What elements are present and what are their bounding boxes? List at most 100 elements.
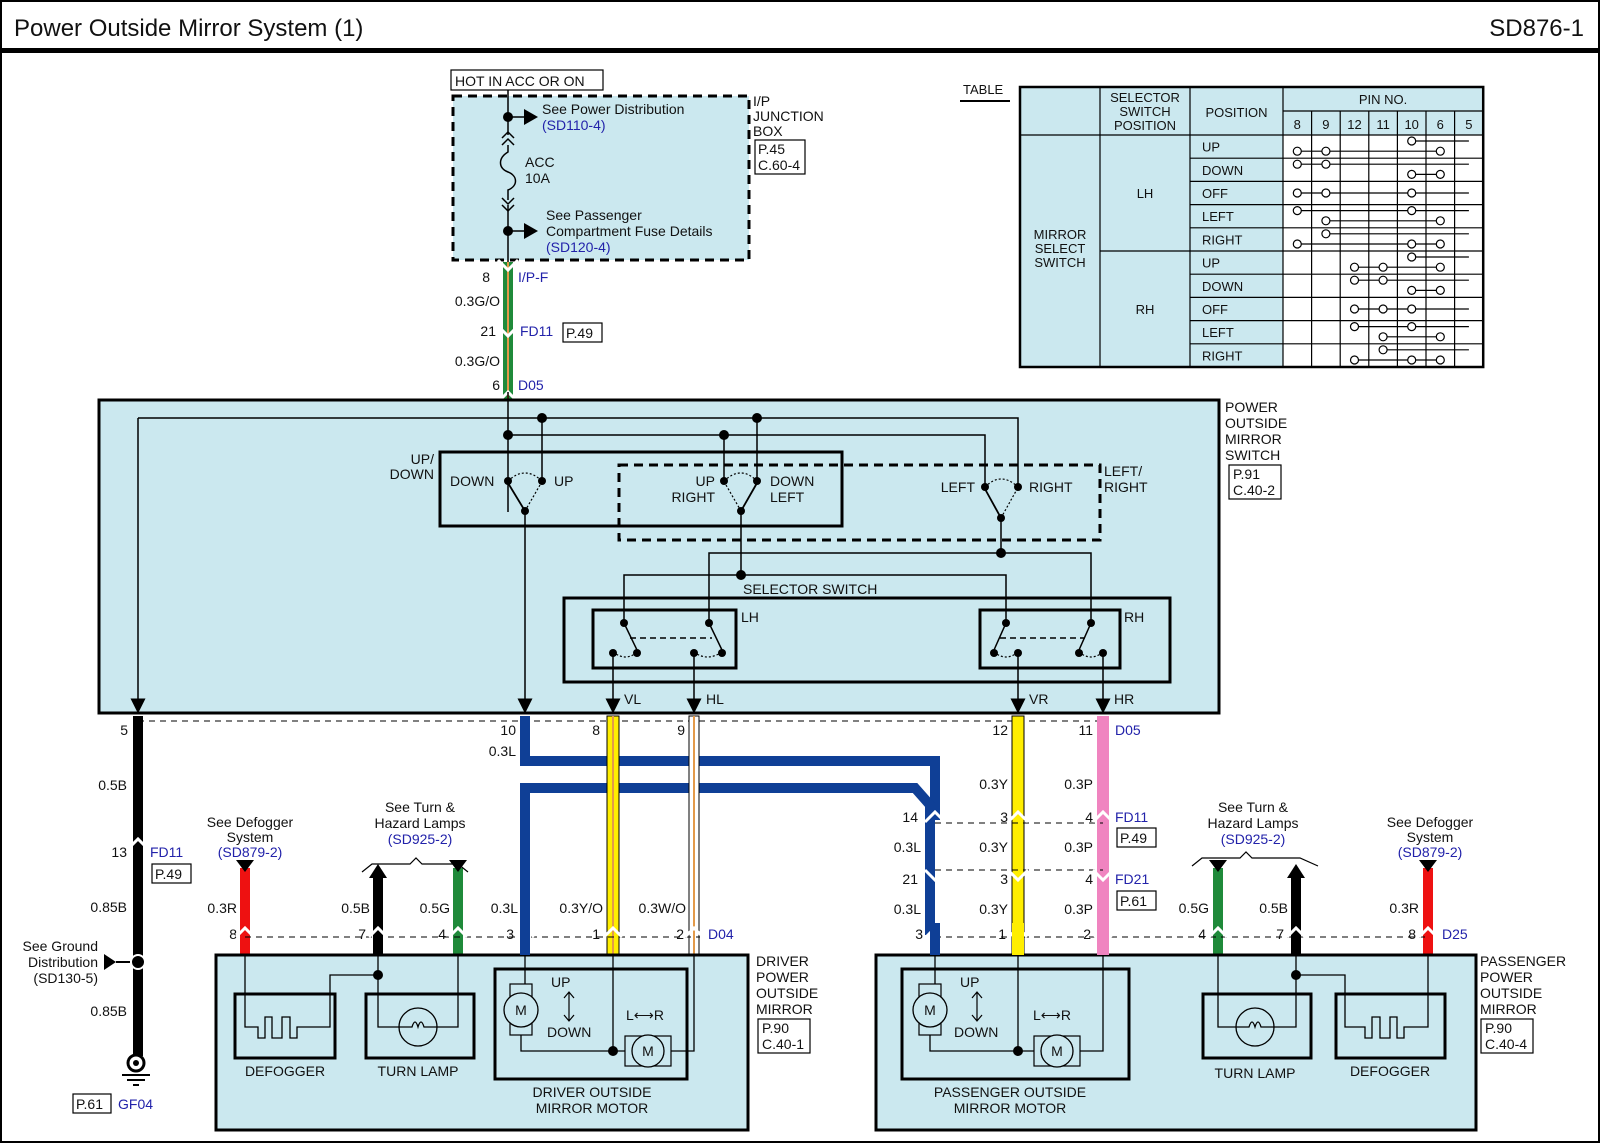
wire-stubs xyxy=(520,923,1109,955)
ground-wire: 5 0.5B 13 FD11 P.49 0.85B See Ground Dis… xyxy=(23,716,192,1114)
turn-see-2: Hazard Lamps xyxy=(374,815,465,831)
defog-ref[interactable]: (SD879-2) xyxy=(1398,844,1463,860)
up-label: UP xyxy=(960,974,979,990)
motor-icon xyxy=(631,1034,665,1068)
wire-green xyxy=(453,868,463,955)
wire-black xyxy=(1291,876,1301,955)
conn-fd11-page[interactable]: P.49 xyxy=(155,866,182,882)
wire-gauge: 0.3G/O xyxy=(455,353,500,369)
pin-terminal xyxy=(1407,252,1417,262)
arrow-down-icon xyxy=(449,860,467,872)
conn-fd11[interactable]: FD11 xyxy=(520,323,553,339)
up-contact: UP xyxy=(554,473,573,489)
conn-fd21[interactable]: FD21 xyxy=(1115,871,1149,887)
pin-terminal xyxy=(1321,146,1331,156)
table-header-pin-no: PIN NO. xyxy=(1359,92,1407,107)
conn-fd21-page[interactable]: P.61 xyxy=(1120,893,1147,909)
see-power-ref[interactable]: (SD110-4) xyxy=(542,117,606,133)
table-position-up: UP xyxy=(1202,140,1220,155)
passenger-defogger[interactable] xyxy=(1334,992,1447,1060)
feed-wire: 8 I/P-F 0.3G/O 21 FD11 P.49 0.3G/O 6 D05 xyxy=(455,258,603,404)
pin: 4 xyxy=(438,926,446,942)
driver-motor-box[interactable] xyxy=(493,967,689,1081)
switch-name-1: POWER xyxy=(1225,399,1278,415)
wire-gauge: 0.3Y/O xyxy=(559,900,603,916)
see-pass-ref[interactable]: (SD120-4) xyxy=(546,239,611,255)
conn-fd11[interactable]: FD11 xyxy=(150,844,183,860)
conn-d05[interactable]: D05 xyxy=(518,377,544,393)
pin: 2 xyxy=(676,926,684,942)
heater-element-icon xyxy=(1296,955,1429,1039)
driver-page[interactable]: P.90 xyxy=(762,1020,789,1036)
defog-see-1: See Defogger xyxy=(207,814,294,830)
selector-rh-box[interactable] xyxy=(978,608,1122,670)
gnd-name[interactable]: GF04 xyxy=(118,1096,153,1112)
conn-fd11-page[interactable]: P.49 xyxy=(1120,830,1147,846)
arrow-down-icon xyxy=(236,860,254,872)
jb-page[interactable]: P.45 xyxy=(758,141,785,157)
lr-label: L⟷R xyxy=(1033,1007,1071,1023)
conn-ipf[interactable]: I/P-F xyxy=(518,269,548,285)
pin-terminal xyxy=(1378,304,1388,314)
driver-defogger[interactable] xyxy=(233,992,337,1060)
updown-label-1: UP/ xyxy=(411,451,434,467)
jb-connector: C.60-4 xyxy=(758,157,800,173)
driver-turn-lamp[interactable] xyxy=(364,992,476,1060)
pin-4: 4 xyxy=(1085,809,1093,825)
pin-terminal xyxy=(1378,332,1388,342)
wire-red xyxy=(240,868,250,955)
passenger-motor-box[interactable] xyxy=(900,967,1131,1081)
see-ground-2: Distribution xyxy=(28,954,98,970)
wire-gauge: 0.3R xyxy=(207,900,237,916)
updown-switch-blade[interactable] xyxy=(507,482,526,512)
switch-page[interactable]: P.91 xyxy=(1233,466,1260,482)
conn-d25[interactable]: D25 xyxy=(1442,926,1468,942)
arrow-up-icon xyxy=(1287,864,1305,878)
table-group-label: MIRROR xyxy=(1034,227,1087,242)
fuse-rating: 10A xyxy=(525,170,551,186)
conn-d04[interactable]: D04 xyxy=(708,926,734,942)
diagram-frame xyxy=(0,52,1600,1143)
pin-terminal xyxy=(1435,169,1445,179)
switch-name-2: OUTSIDE xyxy=(1225,415,1287,431)
lr-switch-blade[interactable] xyxy=(740,482,758,512)
selector-lh-box[interactable] xyxy=(591,608,738,670)
conn-d05[interactable]: D05 xyxy=(1115,722,1141,738)
pin: 8 xyxy=(1408,926,1416,942)
pin-terminal xyxy=(1435,285,1445,295)
pin-terminal xyxy=(1292,188,1302,198)
passenger-turn-lamp[interactable] xyxy=(1201,992,1313,1060)
see-ground-1: See Ground xyxy=(23,938,99,954)
pin: 1 xyxy=(998,926,1006,942)
pin-12: 12 xyxy=(992,722,1008,738)
conn-fd11[interactable]: FD11 xyxy=(1115,809,1148,825)
gnd-page[interactable]: P.61 xyxy=(76,1096,103,1112)
turn-ref[interactable]: (SD925-2) xyxy=(388,831,453,847)
wire-gauge: 0.5B xyxy=(341,900,370,916)
leftright-label-2: RIGHT xyxy=(1104,479,1148,495)
updown-label-2: DOWN xyxy=(390,466,434,482)
see-ground-ref[interactable]: (SD130-5) xyxy=(33,970,98,986)
conn-fd11-page[interactable]: P.49 xyxy=(566,325,593,341)
table-position-right: RIGHT xyxy=(1202,232,1243,247)
selector-switch-box xyxy=(562,596,1172,684)
defog-ref[interactable]: (SD879-2) xyxy=(218,844,283,860)
passenger-page[interactable]: P.90 xyxy=(1485,1020,1512,1036)
pin-13: 13 xyxy=(111,844,127,860)
header-bar: Power Outside Mirror System (1) SD876-1 xyxy=(0,0,1600,50)
lr2-switch-blade[interactable] xyxy=(984,488,1002,519)
pin-terminal xyxy=(1321,229,1331,239)
passenger-defogger-label: DEFOGGER xyxy=(1350,1063,1430,1079)
table-header-selector: POSITION xyxy=(1114,118,1176,133)
table-selector-rh: RH xyxy=(1136,302,1155,317)
driver-mirror: See Defogger System (SD879-2) See Turn &… xyxy=(207,799,818,1132)
pin-terminal xyxy=(1407,355,1417,365)
table-group-label: SELECT xyxy=(1035,241,1086,256)
turn-ref[interactable]: (SD925-2) xyxy=(1221,831,1286,847)
wire-gauge: 0.3Y xyxy=(979,776,1008,792)
pin-21: 21 xyxy=(902,871,918,887)
table-position-down: DOWN xyxy=(1202,163,1243,178)
table-pin-header: 11 xyxy=(1376,117,1390,132)
pin-6: 6 xyxy=(492,377,500,393)
table-pin-header: 8 xyxy=(1294,117,1301,132)
